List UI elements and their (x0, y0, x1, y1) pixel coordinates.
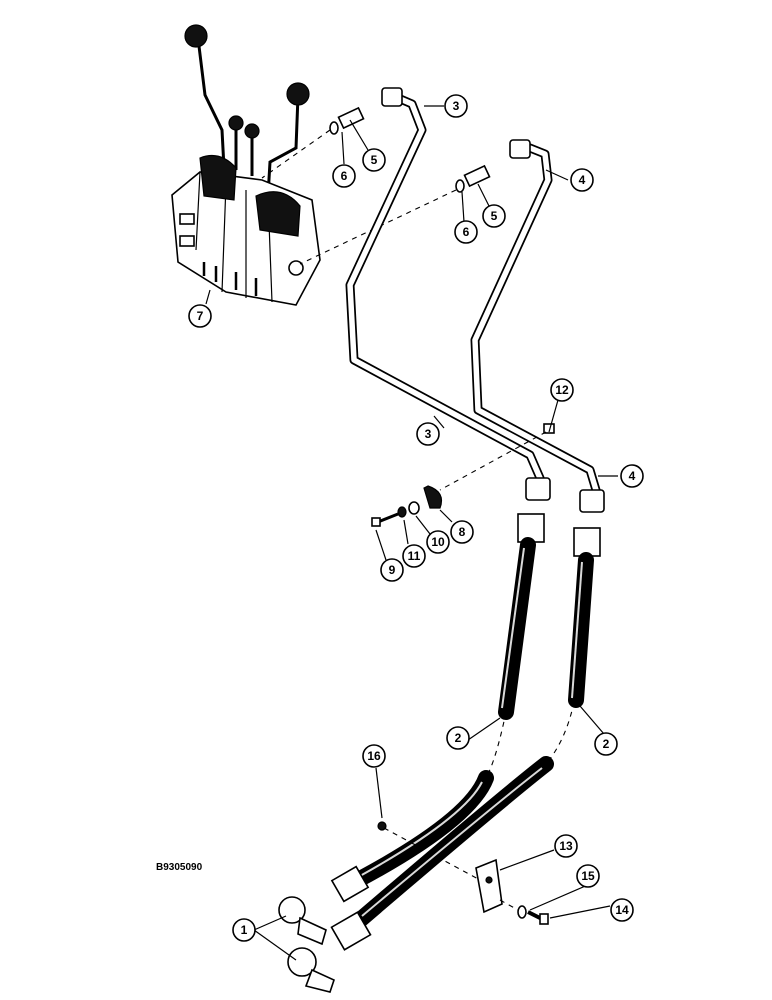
callout-15: 15 (576, 864, 600, 888)
lock-washer-11 (397, 506, 407, 518)
svg-text:8: 8 (459, 525, 466, 539)
fitting-lower (455, 164, 491, 193)
svg-text:10: 10 (431, 535, 445, 549)
hose-2-right (330, 527, 601, 951)
svg-text:9: 9 (389, 563, 396, 577)
svg-text:4: 4 (579, 173, 586, 187)
callout-14: 14 (610, 898, 634, 922)
hose-2-left (330, 513, 545, 903)
valve-port (288, 260, 304, 276)
lever-knob-large-left (184, 24, 208, 48)
bolt-14 (539, 913, 549, 925)
callout-12: 12 (550, 378, 574, 402)
hose-right-fitting-bottom (330, 911, 372, 951)
steel-tube-3 (345, 87, 551, 501)
o-ring-lower (455, 179, 465, 193)
tube-4-nut-bottom (579, 489, 605, 513)
callout-3: 3 (444, 94, 468, 118)
tube-4-nut-top (509, 139, 531, 159)
svg-text:15: 15 (581, 869, 595, 883)
svg-text:14: 14 (615, 903, 629, 917)
lever-boot-right (255, 191, 301, 237)
lever-boot-left (199, 155, 237, 201)
svg-text:12: 12 (555, 383, 569, 397)
svg-text:3: 3 (425, 427, 432, 441)
elbow-fitting-upper (278, 896, 327, 946)
hose-right-fitting-top (573, 527, 601, 557)
callout-5: 5 (482, 204, 506, 228)
svg-text:16: 16 (367, 749, 381, 763)
steel-tube-4 (470, 139, 605, 513)
svg-text:1: 1 (241, 923, 248, 937)
washer-15 (517, 905, 527, 919)
callout-11: 11 (402, 544, 426, 568)
callout-1: 1 (232, 918, 256, 942)
callout-2: 2 (594, 732, 618, 756)
hose-left-fitting-bottom (330, 865, 370, 903)
svg-text:2: 2 (603, 737, 610, 751)
hose-left-fitting-top (517, 513, 545, 543)
callout-4: 4 (620, 464, 644, 488)
svg-text:2: 2 (455, 731, 462, 745)
callout-9: 9 (380, 558, 404, 582)
svg-text:3: 3 (453, 99, 460, 113)
callout-6: 6 (454, 220, 478, 244)
control-valve-assembly (171, 24, 321, 306)
svg-text:7: 7 (197, 309, 204, 323)
bolt-9 (371, 517, 381, 527)
callout-4: 4 (570, 168, 594, 192)
svg-text:6: 6 (463, 225, 470, 239)
svg-text:4: 4 (629, 469, 636, 483)
nut-12 (543, 423, 555, 434)
svg-text:5: 5 (371, 153, 378, 167)
leader-lines (205, 105, 618, 961)
fitting-upper (329, 106, 365, 135)
lever-knob-small-1 (228, 115, 244, 131)
tube-3-nut-top (381, 87, 403, 107)
svg-text:5: 5 (491, 209, 498, 223)
svg-text:6: 6 (341, 169, 348, 183)
drawing-code-label: B9305090 (156, 862, 203, 873)
o-ring-upper (329, 121, 339, 135)
washer-10 (408, 501, 420, 515)
callout-10: 10 (426, 530, 450, 554)
lever-knob-small-2 (244, 123, 260, 139)
lever-knob-large-right (286, 82, 310, 106)
callout-8: 8 (450, 520, 474, 544)
callout-13: 13 (554, 834, 578, 858)
elbow-fitting-lower (287, 947, 335, 993)
svg-text:13: 13 (559, 839, 573, 853)
callout-3: 3 (416, 422, 440, 446)
clip-13 (475, 858, 503, 914)
callout-7: 7 (188, 304, 212, 328)
callout-6: 6 (332, 164, 356, 188)
callout-2: 2 (446, 726, 470, 750)
tube-3-nut-bottom (525, 477, 551, 501)
clamp-8 (423, 485, 443, 509)
callout-16: 16 (362, 744, 386, 768)
callout-5: 5 (362, 148, 386, 172)
svg-text:11: 11 (408, 549, 421, 563)
